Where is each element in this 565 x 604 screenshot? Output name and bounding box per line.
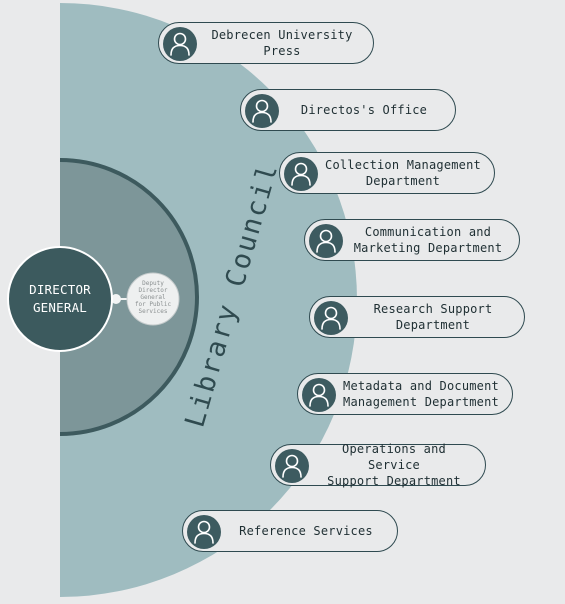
user-icon [314, 301, 348, 335]
user-icon [284, 157, 318, 191]
deputy-label-line: Services [138, 308, 168, 315]
deputy-label-line: General [140, 294, 166, 301]
director-general-circle [7, 246, 113, 352]
deputy-label-line: for Public [134, 301, 172, 308]
unit-label: Reference Services [239, 524, 373, 538]
user-icon [245, 94, 279, 128]
inner-management-border [59, 158, 199, 436]
connector-dot [111, 294, 121, 304]
unit-reference-services[interactable]: Reference Services [182, 510, 398, 552]
user-icon [275, 449, 309, 483]
unit-directors-office[interactable]: Directos's Office [240, 89, 456, 131]
director-label-line2: GENERAL [32, 300, 88, 315]
user-icon [187, 515, 221, 549]
deputy-director-circle [126, 272, 180, 326]
deputy-director-label: Deputy Director General for Public Servi… [129, 280, 177, 315]
user-icon [302, 378, 336, 412]
director-label-line1: DIRECTOR [29, 282, 91, 297]
deputy-label-line: Director [138, 287, 168, 294]
user-icon [163, 27, 197, 61]
user-icon [309, 224, 343, 258]
director-general-label: DIRECTOR GENERAL [10, 281, 110, 317]
unit-label: Directos's Office [300, 103, 428, 117]
deputy-label-line: Deputy [142, 280, 164, 287]
